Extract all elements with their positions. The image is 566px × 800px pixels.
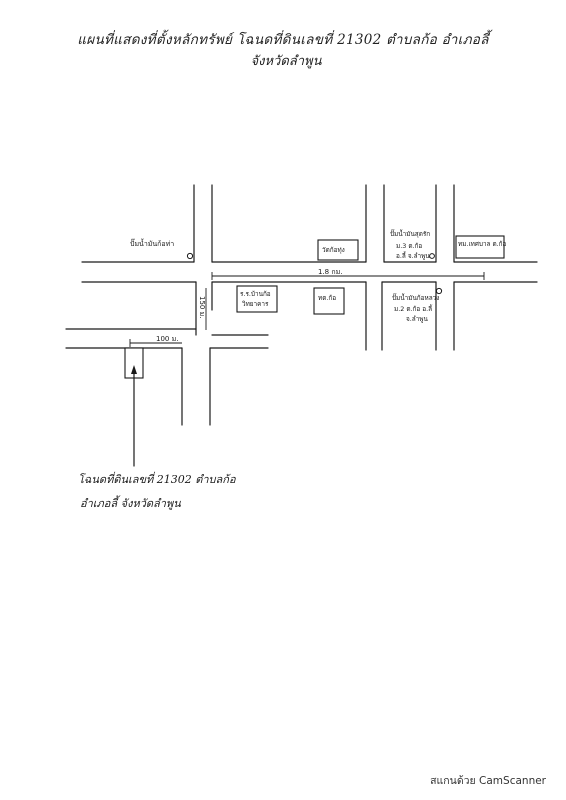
gas-station-label-3: ปั๊มน้ำมันก้อหลวง bbox=[392, 293, 439, 302]
gas-station-label-2: ปั๊มน้ำมันสุดรัก bbox=[390, 229, 430, 238]
subdistrict-office-box bbox=[313, 287, 345, 315]
gas-station-marker-2 bbox=[429, 253, 435, 259]
temple-box bbox=[317, 239, 359, 261]
village-label-bottom-sub: จ.ลำพูน bbox=[406, 315, 428, 323]
gas-station-marker-3 bbox=[435, 287, 443, 295]
parcel-label-line2: อำเภอลี้ จังหวัดลำพูน bbox=[80, 497, 181, 510]
map-subtitle: จังหวัดลำพูน bbox=[250, 54, 322, 69]
school-box bbox=[236, 285, 278, 313]
municipality-box bbox=[455, 235, 505, 259]
temple-label: วัดก้อทุ่ง bbox=[322, 246, 345, 254]
subdistrict-office-label: ทต.ก้อ bbox=[318, 294, 336, 302]
parcel-label-line1: โฉนดที่ดินเลขที่ 21302 ตำบลก้อ bbox=[78, 473, 236, 486]
distance-label-side: 150 ม. bbox=[198, 296, 206, 318]
distance-label-parcel: 100 ม. bbox=[156, 335, 178, 343]
village-label-top: ม.3 ต.ก้อ bbox=[396, 242, 422, 250]
school-label-2: วิทยาคาร bbox=[242, 300, 269, 308]
municipality-label: ทม.เทศบาล ต.ก้อ bbox=[458, 240, 507, 248]
school-label-1: ร.ร.บ้านก้อ bbox=[240, 290, 271, 298]
village-label-bottom: ม.2 ต.ก้อ อ.ลี้ bbox=[394, 304, 433, 313]
camscanner-watermark: สแกนด้วย CamScanner bbox=[430, 775, 546, 787]
parcel-pointer-arrowhead bbox=[131, 365, 137, 374]
distance-label-main: 1.8 กม. bbox=[318, 268, 342, 276]
village-label-top-sub: อ.ลี้ จ.ลำพูน bbox=[396, 251, 430, 260]
gas-station-marker-1 bbox=[186, 252, 194, 260]
gas-station-label-1: ปั๊มน้ำมันก้อท่า bbox=[130, 237, 174, 248]
map-title: แผนที่แสดงที่ตั้งหลักทรัพย์ โฉนดที่ดินเล… bbox=[77, 32, 489, 48]
